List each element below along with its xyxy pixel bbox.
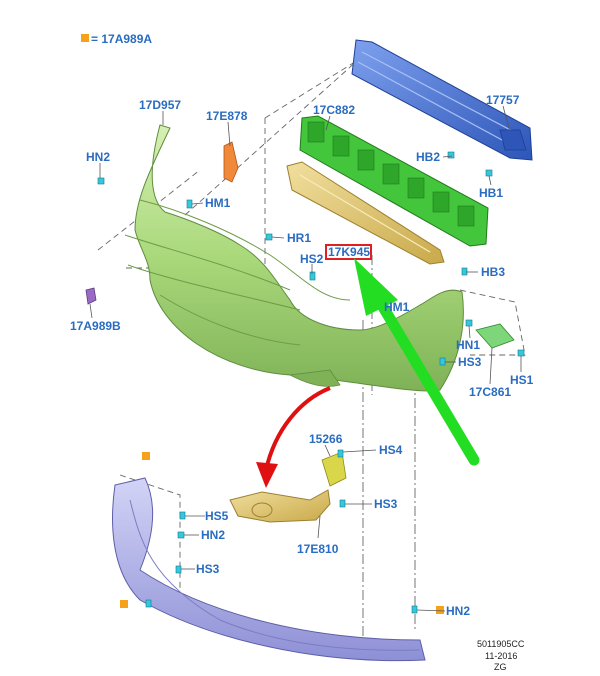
callout-15266: 15266	[309, 432, 343, 446]
red-arrowhead	[256, 462, 278, 488]
absorber-insert	[286, 161, 445, 265]
leader-lines	[89, 105, 522, 612]
callout-17K945: 17K945	[328, 245, 370, 259]
red-arrow	[264, 386, 331, 471]
bracket-17C861	[475, 323, 515, 349]
callout-HR1: HR1	[287, 231, 311, 245]
callout-HS3-right: HS3	[458, 355, 482, 369]
footer-reference: 5011905CC 11-2016 ZG	[477, 639, 525, 672]
callout-17C882: 17C882	[313, 103, 355, 117]
callout-HS2: HS2	[300, 252, 324, 266]
deflector-17E810	[229, 489, 331, 523]
highlight-box	[325, 244, 372, 260]
callout-17C861: 17C861	[469, 385, 511, 399]
callout-17D957: 17D957	[139, 98, 181, 112]
bracket-17E878	[223, 141, 239, 183]
bracket-15266	[321, 451, 347, 487]
callout-HN2-lower: HN2	[201, 528, 225, 542]
callout-17E810: 17E810	[297, 542, 339, 556]
footer-line1: 5011905CC	[477, 639, 525, 649]
callouts: 17D957 17E878 17C882 17757 HN2 HB2 HB1 H…	[70, 93, 534, 618]
callout-HS5: HS5	[205, 509, 229, 523]
callout-HN2-top: HN2	[86, 150, 110, 164]
callout-HM1-center: HM1	[384, 300, 410, 314]
callout-HB2: HB2	[416, 150, 440, 164]
green-arrowhead	[354, 258, 398, 316]
callout-17A989B: 17A989B	[70, 319, 121, 333]
legend-text: = 17A989A	[91, 32, 152, 46]
energy-absorber	[299, 115, 489, 247]
callout-HB1: HB1	[479, 186, 503, 200]
callout-17757: 17757	[486, 93, 520, 107]
callout-HB3: HB3	[481, 265, 505, 279]
callout-HN1: HN1	[456, 338, 480, 352]
plug-17A989B	[85, 287, 97, 305]
callout-HS3-lower: HS3	[374, 497, 398, 511]
legend-swatch	[81, 34, 89, 42]
plug-square-left	[120, 600, 128, 608]
callout-HM1-left: HM1	[205, 196, 231, 210]
lower-valance	[112, 477, 426, 662]
callout-HS3-left: HS3	[196, 562, 220, 576]
callout-HS1: HS1	[510, 373, 534, 387]
plug-square-right	[436, 606, 444, 614]
footer-line3: ZG	[494, 662, 507, 672]
plug-square-top	[142, 452, 150, 460]
callout-HN2-bottom: HN2	[446, 604, 470, 618]
footer-line2: 11-2016	[485, 651, 517, 661]
reinforcement-beam	[351, 39, 533, 161]
callout-17E878: 17E878	[206, 109, 248, 123]
callout-HS4: HS4	[379, 443, 403, 457]
bumper-cover	[124, 124, 464, 392]
green-arrow	[364, 279, 480, 466]
